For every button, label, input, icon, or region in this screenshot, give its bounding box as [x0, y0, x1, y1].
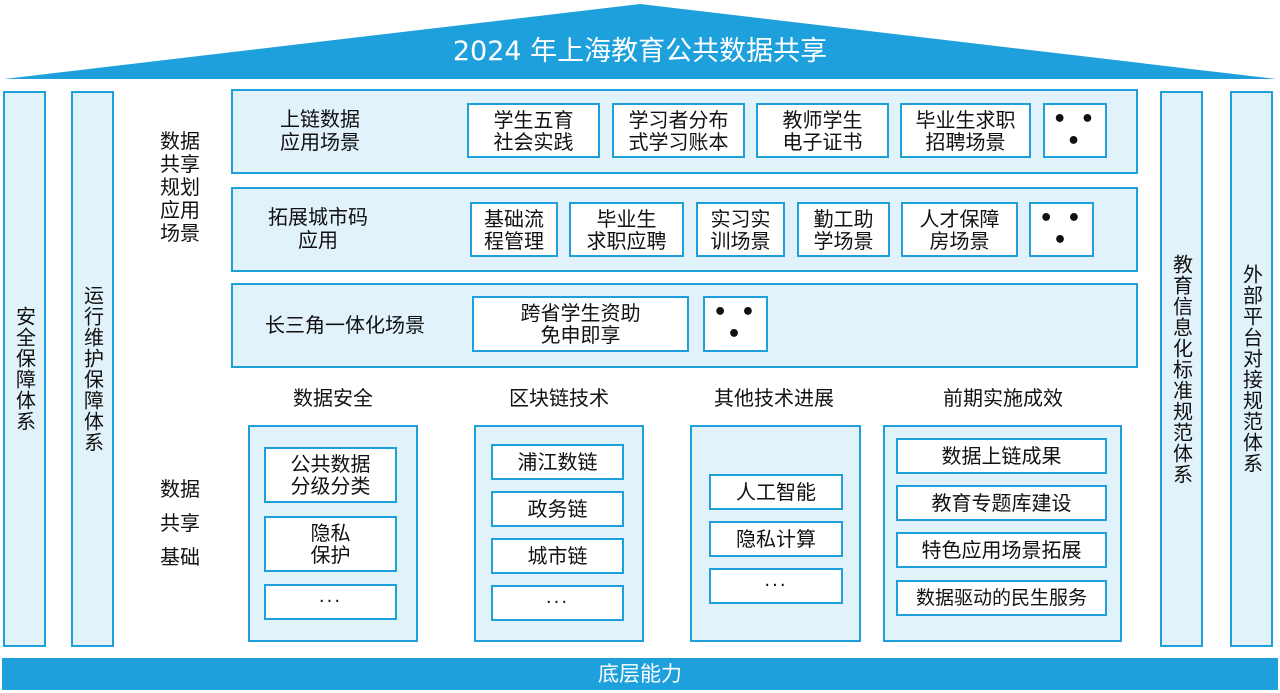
yrd-more: • • • — [703, 296, 768, 352]
blockchain-more: ··· — [491, 585, 624, 621]
pillar-standards: 教育信息化标准规范体系 — [1160, 91, 1203, 647]
pillar-security: 安全保障体系 — [3, 91, 46, 647]
pillar-operation-label: 运行维护保障体系 — [80, 285, 105, 453]
pillar-operation: 运行维护保障体系 — [71, 91, 114, 647]
security-item-1: 公共数据 分级分类 — [264, 447, 397, 503]
col-title-other-tech: 其他技术进展 — [714, 386, 834, 410]
blockchain-item-2: 政务链 — [491, 491, 624, 527]
category-scenarios: 数据 共享 规划 应用 场景 — [160, 129, 200, 245]
other-tech-item-2: 隐私计算 — [709, 521, 843, 557]
city-item-1: 基础流 程管理 — [470, 202, 558, 257]
row-city-label: 拓展城市码 应用 — [268, 205, 368, 252]
pillar-external: 外部平台对接规范体系 — [1230, 91, 1273, 647]
blockchain-item-3: 城市链 — [491, 538, 624, 574]
chain-more: • • • — [1043, 103, 1107, 158]
chain-item-4: 毕业生求职 招聘场景 — [900, 103, 1031, 158]
chain-item-2: 学习者分布 式学习账本 — [612, 103, 745, 158]
category-foundation: 数据 共享 基础 — [160, 477, 200, 569]
other-tech-more: ··· — [709, 568, 843, 604]
col-title-blockchain: 区块链技术 — [509, 386, 609, 410]
chain-item-3: 教师学生 电子证书 — [756, 103, 889, 158]
security-item-2: 隐私 保护 — [264, 516, 397, 572]
results-item-4: 数据驱动的民生服务 — [896, 580, 1107, 616]
col-title-security: 数据安全 — [293, 386, 373, 410]
city-item-2: 毕业生 求职应聘 — [569, 202, 684, 257]
results-item-3: 特色应用场景拓展 — [896, 532, 1107, 568]
city-item-4: 勤工助 学场景 — [797, 202, 890, 257]
roof-shape — [4, 4, 1276, 79]
pillar-security-label: 安全保障体系 — [12, 306, 37, 432]
blockchain-item-1: 浦江数链 — [491, 444, 624, 480]
base-bar: 底层能力 — [2, 658, 1278, 690]
row-yrd-label: 长三角一体化场景 — [265, 312, 425, 337]
other-tech-item-1: 人工智能 — [709, 474, 843, 510]
results-item-2: 教育专题库建设 — [896, 485, 1107, 521]
chain-item-1: 学生五育 社会实践 — [467, 103, 600, 158]
row-chain-label: 上链数据 应用场景 — [280, 107, 360, 154]
col-title-results: 前期实施成效 — [943, 386, 1063, 410]
pillar-external-label: 外部平台对接规范体系 — [1239, 264, 1264, 474]
yrd-item-1: 跨省学生资助 免申即享 — [472, 296, 689, 352]
city-more: • • • — [1029, 202, 1094, 257]
pillar-standards-label: 教育信息化标准规范体系 — [1169, 253, 1194, 485]
roof — [4, 4, 1276, 79]
results-item-1: 数据上链成果 — [896, 438, 1107, 474]
roof-title: 2024 年上海教育公共数据共享 — [452, 36, 828, 67]
city-item-5: 人才保障 房场景 — [901, 202, 1018, 257]
city-item-3: 实习实 训场景 — [696, 202, 785, 257]
security-more: ··· — [264, 584, 397, 620]
